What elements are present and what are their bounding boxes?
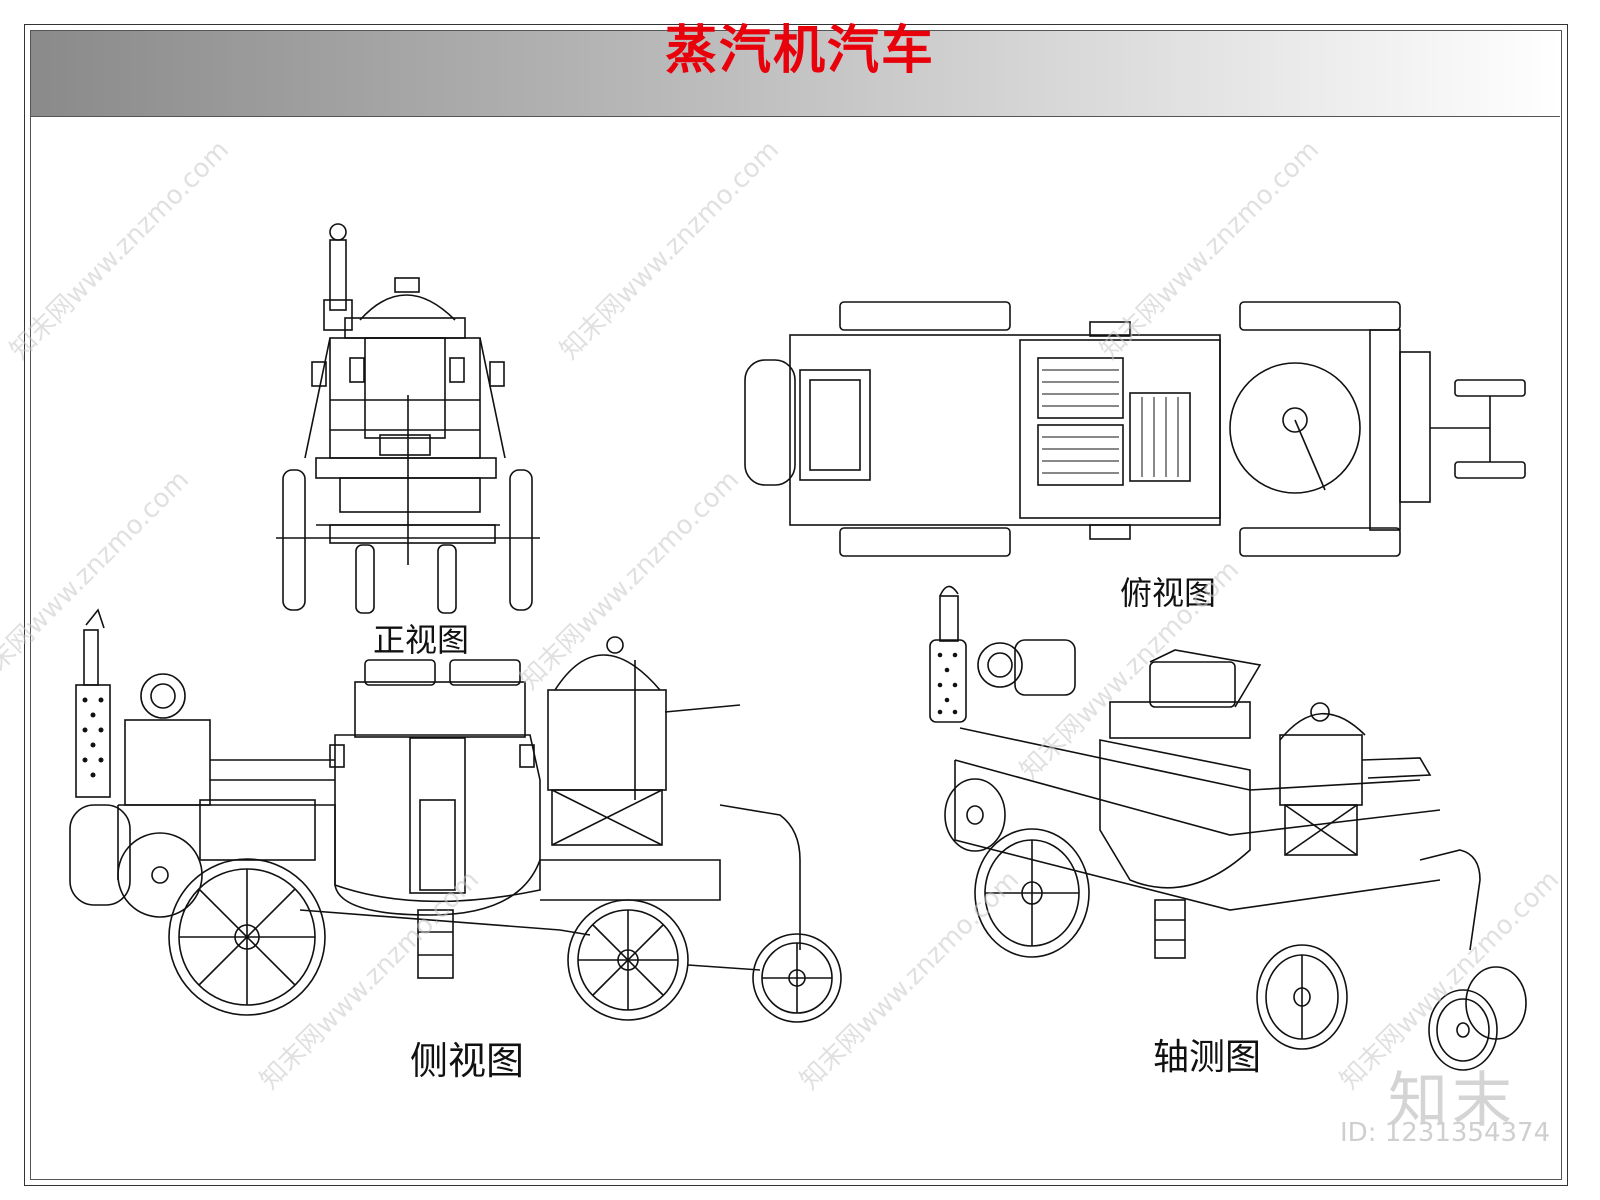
title-bar xyxy=(31,31,1560,117)
inner-frame xyxy=(30,30,1562,1180)
front-view-label: 正视图 xyxy=(373,621,470,659)
outer-frame xyxy=(24,24,1568,1186)
brand-watermark: 知末 xyxy=(1388,1066,1516,1136)
drawing-title: 蒸汽机汽车 xyxy=(664,21,935,81)
axonometric-view-label: 轴测图 xyxy=(1153,1037,1262,1078)
side-view-label: 侧视图 xyxy=(410,1039,525,1083)
axonometric-view-drawing xyxy=(929,585,1527,1071)
front-view-drawing xyxy=(276,223,540,614)
top-view-drawing xyxy=(744,301,1526,557)
image-id: ID: 1231354374 xyxy=(1340,1118,1551,1148)
side-view-drawing xyxy=(69,608,842,1023)
top-view-label: 俯视图 xyxy=(1120,574,1217,612)
